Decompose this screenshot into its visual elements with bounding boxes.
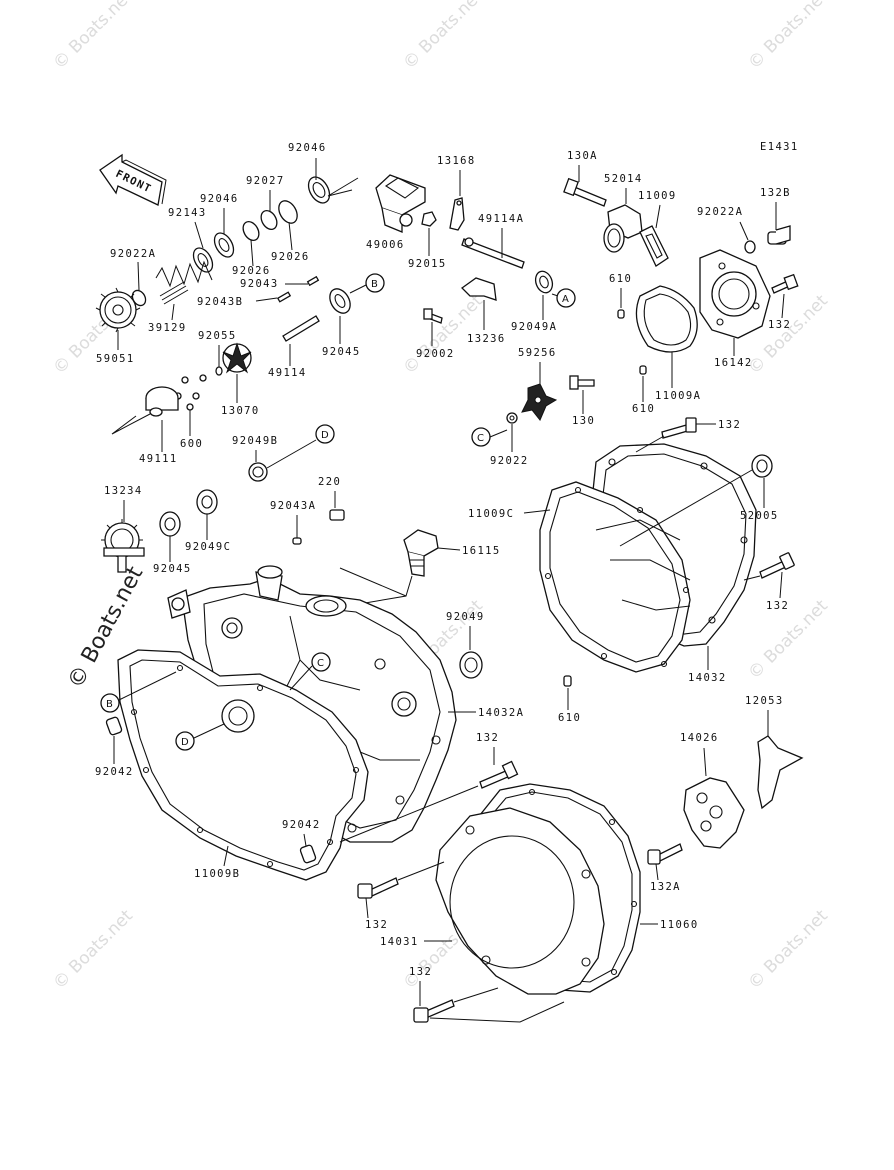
part-label-92046: 92046 <box>288 142 327 154</box>
labels-top-right: 130A 52014 11009 92022A 132B 610 132 161… <box>567 150 791 415</box>
watermark: © Boats.net <box>49 0 137 74</box>
part-label-16142: 16142 <box>714 357 753 369</box>
part-label-132: 132 <box>365 919 388 931</box>
part-label-92043A: 92043A <box>270 500 316 512</box>
part-label-92042: 92042 <box>282 819 321 831</box>
water-pump-cover-group <box>563 177 799 375</box>
left-crankcase-cover-group: B D C <box>100 565 457 881</box>
part-label-11060: 11060 <box>660 919 699 931</box>
part-label-49114: 49114 <box>268 367 307 379</box>
part-label-600: 600 <box>180 438 203 450</box>
part-label-52005: 52005 <box>740 510 779 522</box>
part-label-13236: 13236 <box>467 333 506 345</box>
part-label-13070: 13070 <box>221 405 260 417</box>
part-label-14031: 14031 <box>380 936 419 948</box>
part-label-11009A: 11009A <box>655 390 701 402</box>
labels-top-center: 13168 49006 92015 49114A 13236 92049A 92… <box>366 155 576 360</box>
part-label-132A: 132A <box>650 881 681 893</box>
callout-letter: B <box>371 279 378 290</box>
callout-letter: D <box>321 430 329 441</box>
part-label-16115: 16115 <box>462 545 501 557</box>
part-label-92045: 92045 <box>322 346 361 358</box>
part-label-13168: 13168 <box>437 155 476 167</box>
part-label-130A: 130A <box>567 150 598 162</box>
part-label-610: 610 <box>632 403 655 415</box>
callout-b: B <box>349 273 385 294</box>
part-label-14032A: 14032A <box>478 707 524 719</box>
part-label-92002: 92002 <box>416 348 455 360</box>
part-label-92022A: 92022A <box>110 248 156 260</box>
part-label-49111: 49111 <box>139 453 178 465</box>
callout-letter: C <box>477 433 484 444</box>
part-label-11009C: 11009C <box>468 508 514 520</box>
callout-letter: D <box>181 737 189 748</box>
labels-right-middle: 132 52005 11009C 132 14032 610 <box>468 419 789 724</box>
labels-top-left: 92046 92027 92046 92143 92026 92022A 920… <box>96 142 361 465</box>
part-label-132: 132 <box>768 319 791 331</box>
part-label-92143: 92143 <box>168 207 207 219</box>
part-label-132B: 132B <box>760 187 791 199</box>
part-label-130: 130 <box>572 415 595 427</box>
magneto-cover-group <box>357 735 804 1023</box>
part-label-92042: 92042 <box>95 766 134 778</box>
center-right-small-parts: 59256 130 92022 C <box>471 347 595 467</box>
callout-letter: A <box>562 294 569 305</box>
left-middle-group: 92049B D 13234 92045 92049C 92043A 220 <box>101 424 501 611</box>
part-label-92027: 92027 <box>246 175 285 187</box>
part-label-59051: 59051 <box>96 353 135 365</box>
part-label-92046: 92046 <box>200 193 239 205</box>
watermark: © Boats.net <box>399 0 487 74</box>
part-label-92049C: 92049C <box>185 541 231 553</box>
part-label-39129: 39129 <box>148 322 187 334</box>
part-label-52014: 52014 <box>604 173 643 185</box>
part-label-92049: 92049 <box>446 611 485 623</box>
top-center-group <box>375 174 554 324</box>
part-label-14032: 14032 <box>688 672 727 684</box>
part-label-610: 610 <box>558 712 581 724</box>
part-label-92055: 92055 <box>198 330 237 342</box>
part-label-59256: 59256 <box>518 347 557 359</box>
part-label-610: 610 <box>609 273 632 285</box>
watermark: © Boats.net <box>744 0 832 74</box>
diagram-code: E1431 <box>760 141 799 153</box>
part-label-11009B: 11009B <box>194 868 240 880</box>
part-label-92015: 92015 <box>408 258 447 270</box>
callout-letter: B <box>106 699 113 710</box>
watermark: © Boats.net <box>49 906 137 994</box>
labels-bottom-right: 14026 12053 132A 132 11060 14031 132 <box>365 695 784 1006</box>
part-label-132: 132 <box>476 732 499 744</box>
part-label-49006: 49006 <box>366 239 405 251</box>
part-label-132: 132 <box>766 600 789 612</box>
callout-letter: C <box>317 658 324 669</box>
labels-left-bottom: 92049 14032A 92042 132 92042 11009B <box>95 611 524 880</box>
part-label-132: 132 <box>718 419 741 431</box>
part-label-92049B: 92049B <box>232 435 278 447</box>
part-label-92049A: 92049A <box>511 321 557 333</box>
part-label-132: 132 <box>409 966 432 978</box>
part-label-12053: 12053 <box>745 695 784 707</box>
right-clutch-cover-group <box>539 417 795 687</box>
water-pump-shaft-group <box>95 176 359 435</box>
part-label-92043B: 92043B <box>197 296 243 308</box>
part-label-49114A: 49114A <box>478 213 524 225</box>
part-label-92022: 92022 <box>490 455 529 467</box>
part-label-92045: 92045 <box>153 563 192 575</box>
part-label-220: 220 <box>318 476 341 488</box>
front-arrow-icon: FRONT <box>99 153 167 206</box>
part-label-92043: 92043 <box>240 278 279 290</box>
part-label-13234: 13234 <box>104 485 143 497</box>
watermark: © Boats.net <box>744 906 832 994</box>
part-label-11009: 11009 <box>638 190 677 202</box>
part-label-92026: 92026 <box>232 265 271 277</box>
part-label-14026: 14026 <box>680 732 719 744</box>
part-label-92026: 92026 <box>271 251 310 263</box>
part-label-92022A: 92022A <box>697 206 743 218</box>
